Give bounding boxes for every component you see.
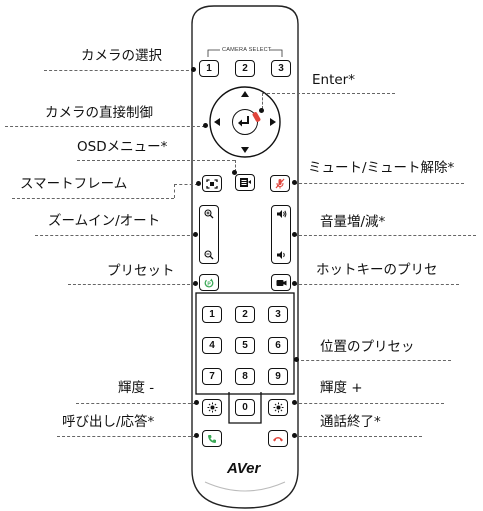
leader-camera-direct-control	[5, 126, 205, 127]
leader-smart-frame-run	[174, 184, 198, 185]
mic-mute-icon	[275, 178, 285, 189]
label-volume-up-down: 音量増/減*	[320, 214, 386, 230]
preset-button[interactable]: P	[199, 274, 219, 291]
label-mute-unmute: ミュート/ミュート解除*	[308, 160, 455, 176]
number-7-button[interactable]: 7	[202, 368, 222, 385]
label-hotkey-preset: ホットキーのプリセ	[316, 262, 438, 278]
leader-dot	[194, 433, 199, 438]
leader-dot	[259, 108, 264, 113]
leader-dot	[196, 181, 201, 186]
leader-volume-up-down	[294, 235, 476, 236]
brightness-minus-button[interactable]	[202, 399, 222, 416]
enter-return-icon	[238, 116, 249, 127]
leader-dot	[232, 170, 237, 175]
leader-osd-menu-drop	[235, 160, 236, 172]
number-6-button[interactable]: 6	[268, 337, 288, 354]
label-osd-menu: OSDメニュー*	[77, 139, 168, 155]
hotkey-button[interactable]	[271, 274, 291, 291]
number-3-button[interactable]: 3	[268, 306, 288, 323]
camera-hotkey-icon	[276, 279, 286, 286]
leader-dot	[191, 67, 196, 72]
leader-brightness-plus	[294, 403, 444, 404]
svg-text:P: P	[207, 281, 211, 287]
leader-enter	[262, 93, 395, 94]
camera-1-button[interactable]: 1	[199, 60, 219, 77]
leader-dot	[194, 400, 199, 405]
leader-dot	[292, 433, 297, 438]
mute-button[interactable]	[270, 175, 290, 192]
leader-smart-frame-rise	[174, 184, 175, 198]
speaker-down-icon[interactable]	[276, 250, 287, 260]
label-enter: Enter*	[312, 72, 355, 88]
leader-preset	[68, 284, 195, 285]
leader-dot	[292, 232, 297, 237]
zoom-out-icon[interactable]	[204, 250, 214, 260]
call-button[interactable]	[202, 430, 222, 447]
leader-dot	[294, 357, 299, 362]
sun-icon	[207, 402, 217, 413]
number-1-button[interactable]: 1	[202, 306, 222, 323]
label-smart-frame: スマートフレーム	[20, 176, 128, 192]
leader-call-answer	[57, 436, 196, 437]
number-5-button[interactable]: 5	[235, 337, 255, 354]
leader-hotkey-preset	[294, 284, 459, 285]
smart-frame-button[interactable]	[202, 175, 222, 192]
enter-button[interactable]	[232, 109, 258, 135]
leader-enter-drop	[262, 93, 263, 109]
osd-menu-button[interactable]	[235, 174, 255, 191]
sun-icon	[273, 402, 283, 413]
frame-icon	[206, 178, 218, 189]
label-brightness-minus: 輝度 -	[118, 380, 155, 396]
leader-dot	[193, 232, 198, 237]
brand-logo: AVer	[227, 460, 261, 477]
leader-dot	[292, 281, 297, 286]
label-end-call: 通話終了*	[320, 414, 381, 430]
brightness-plus-button[interactable]	[268, 399, 288, 416]
leader-smart-frame	[12, 198, 174, 199]
leader-osd-menu	[77, 160, 235, 161]
phone-hangup-icon	[273, 436, 283, 441]
number-0-button[interactable]: 0	[235, 399, 255, 416]
label-camera-direct-control: カメラの直接制御	[45, 105, 153, 121]
camera-select-title: CAMERA SELECT	[222, 47, 272, 53]
number-4-button[interactable]: 4	[202, 337, 222, 354]
direction-arrows-icon[interactable]	[208, 85, 282, 159]
menu-icon	[240, 178, 251, 187]
leader-end-call	[294, 436, 422, 437]
leader-dot	[292, 180, 297, 185]
camera-3-button[interactable]: 3	[271, 60, 291, 77]
volume-button[interactable]	[271, 205, 291, 264]
label-brightness-plus: 輝度 +	[320, 380, 363, 396]
leader-mute-unmute	[294, 183, 464, 184]
speaker-up-icon[interactable]	[276, 209, 287, 219]
leader-dot	[203, 123, 208, 128]
number-9-button[interactable]: 9	[268, 368, 288, 385]
leader-camera-select	[44, 70, 194, 71]
leader-dot	[193, 281, 198, 286]
number-2-button[interactable]: 2	[235, 306, 255, 323]
zoom-in-icon[interactable]	[204, 209, 214, 219]
preset-icon: P	[204, 278, 214, 287]
label-call-answer: 呼び出し/応答*	[62, 414, 155, 430]
label-camera-select: カメラの選択	[81, 48, 162, 64]
leader-zoom-in-auto	[35, 235, 195, 236]
label-zoom-in-auto: ズームイン/オート	[48, 213, 161, 229]
number-8-button[interactable]: 8	[235, 368, 255, 385]
hangup-button[interactable]	[268, 430, 288, 447]
camera-2-button[interactable]: 2	[235, 60, 255, 77]
leader-dot	[292, 400, 297, 405]
label-preset: プリセット	[107, 263, 175, 279]
zoom-button[interactable]	[199, 205, 219, 264]
leader-brightness-minus	[76, 403, 196, 404]
label-position-preset: 位置のプリセッ	[320, 339, 415, 355]
phone-answer-icon	[208, 434, 216, 443]
leader-position-preset	[296, 360, 451, 361]
